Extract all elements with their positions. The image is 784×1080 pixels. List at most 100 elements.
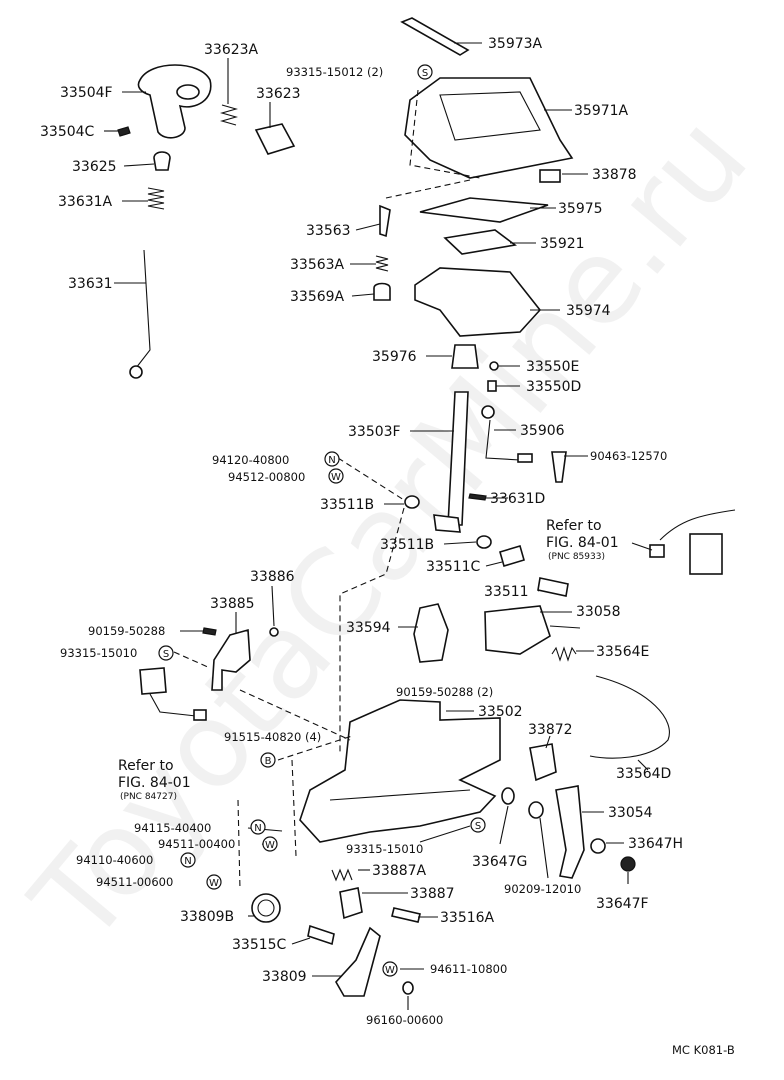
label-33647F: 33647F	[596, 896, 649, 912]
label-33516A: 33516A	[440, 910, 495, 926]
dash-housing	[409, 89, 481, 179]
leader-33569A	[351, 293, 375, 297]
symbol-s-93315-15010-left: S	[158, 645, 174, 661]
part-90159-bolt	[202, 627, 217, 636]
label-35906: 35906	[520, 423, 565, 439]
part-connector-plug	[193, 709, 207, 721]
label-94511-00600: 94511-00600	[96, 875, 173, 889]
part-33647F	[620, 856, 636, 872]
part-33511B	[476, 535, 492, 549]
part-33515C-pin	[307, 924, 335, 946]
label-33631: 33631	[68, 276, 113, 292]
footer-code: MC K081-B	[672, 1043, 735, 1057]
ref2-line3: (PNC 84727)	[120, 792, 177, 802]
part-35906-connector	[517, 453, 533, 463]
label-96160-00600: 96160-00600	[366, 1013, 443, 1027]
leader-33564D	[637, 759, 649, 771]
svg-text:B: B	[265, 756, 272, 767]
label-35975: 35975	[558, 201, 603, 217]
svg-text:S: S	[163, 649, 169, 660]
symbol-n-94110: N	[180, 852, 196, 868]
ref2-line1: Refer to	[118, 758, 174, 774]
part-35921-indicator	[443, 229, 517, 255]
label-33515C: 33515C	[232, 937, 287, 953]
part-33502-base	[299, 699, 501, 843]
symbol-w-94611: W	[382, 961, 398, 977]
label-33511: 33511	[484, 584, 529, 600]
leader-33625	[123, 163, 155, 167]
label-33564E: 33564E	[596, 644, 649, 660]
dash-bracket-base	[239, 689, 351, 741]
label-94511-00400: 94511-00400	[158, 837, 235, 851]
symbol-n-94120: N	[324, 451, 340, 467]
dash-pin	[385, 179, 471, 199]
part-33647H	[590, 838, 606, 854]
part-33887A-spring	[331, 868, 353, 882]
label-33511B: 33511B	[380, 537, 434, 553]
symbol-w-94511-00600: W	[206, 874, 222, 890]
label-94120-40800: 94120-40800	[212, 453, 289, 467]
dash-s-bracket	[173, 651, 211, 669]
part-33569A-bushing	[373, 282, 391, 301]
label-33878: 33878	[592, 167, 637, 183]
part-33631D-pin	[468, 493, 487, 501]
label-93315-15010-left: 93315-15010	[60, 646, 137, 660]
part-connector-wire	[149, 693, 197, 717]
symbol-n-94115: N	[250, 819, 266, 835]
part-connector-84727	[139, 667, 167, 695]
part-33625-plunger	[153, 151, 171, 171]
part-33511C	[499, 545, 525, 567]
label-33647H: 33647H	[628, 836, 683, 852]
label-94611-10800: 94611-10800	[430, 962, 507, 976]
svg-text:S: S	[475, 821, 481, 832]
svg-text:W: W	[331, 472, 341, 483]
label-94512-00800: 94512-00800	[228, 470, 305, 484]
leader-33872	[545, 735, 551, 749]
label-33563A: 33563A	[290, 257, 345, 273]
label-93315-15010: 93315-15010	[346, 842, 423, 856]
label-33809: 33809	[262, 969, 307, 985]
part-harness-plug	[649, 544, 665, 558]
label-33594: 33594	[346, 620, 391, 636]
part-35971A-housing	[404, 77, 574, 179]
part-35975-slide	[419, 197, 549, 223]
part-33504C-screw	[117, 126, 131, 137]
svg-text:W: W	[209, 878, 219, 889]
label-91515-40820: 91515-40820 (4)	[224, 730, 321, 744]
part-33516A-bolt	[391, 907, 421, 923]
label-33631A: 33631A	[58, 194, 113, 210]
part-33504F-button-hole	[176, 84, 200, 100]
svg-text:W: W	[385, 965, 395, 976]
label-35976: 35976	[372, 349, 417, 365]
label-33058: 33058	[576, 604, 621, 620]
svg-text:W: W	[265, 840, 275, 851]
part-35973A-strap	[400, 17, 470, 56]
part-33504F-knob	[137, 64, 212, 139]
part-33511B-top	[404, 495, 420, 509]
label-35971A: 35971A	[574, 103, 629, 119]
label-33503F: 33503F	[348, 424, 401, 440]
dash-n-w	[337, 457, 405, 501]
label-33564D: 33564D	[616, 766, 671, 782]
label-33809B: 33809B	[180, 909, 234, 925]
dash-b-base	[277, 735, 353, 761]
leader-33886	[271, 585, 275, 627]
ref1-line1: Refer to	[546, 518, 602, 534]
part-35976-cap	[451, 344, 479, 369]
part-33058-switch	[484, 605, 551, 655]
label-33885: 33885	[210, 596, 255, 612]
svg-text:N: N	[254, 823, 261, 834]
label-33511B-top: 33511B	[320, 497, 374, 513]
symbol-b-91515: B	[260, 752, 276, 768]
label-33502: 33502	[478, 704, 523, 720]
ref1-line2: FIG. 84-01	[546, 535, 619, 551]
symbol-s-93315-15012: S	[417, 64, 433, 80]
svg-text:N: N	[328, 455, 335, 466]
ref1-line3: (PNC 85933)	[548, 552, 605, 562]
label-35921: 35921	[540, 236, 585, 252]
label-94110-40600: 94110-40600	[76, 853, 153, 867]
label-33550E: 33550E	[526, 359, 579, 375]
label-33623A: 33623A	[204, 42, 259, 58]
part-33564E-spring	[551, 646, 577, 662]
leader-33511C	[485, 561, 503, 567]
